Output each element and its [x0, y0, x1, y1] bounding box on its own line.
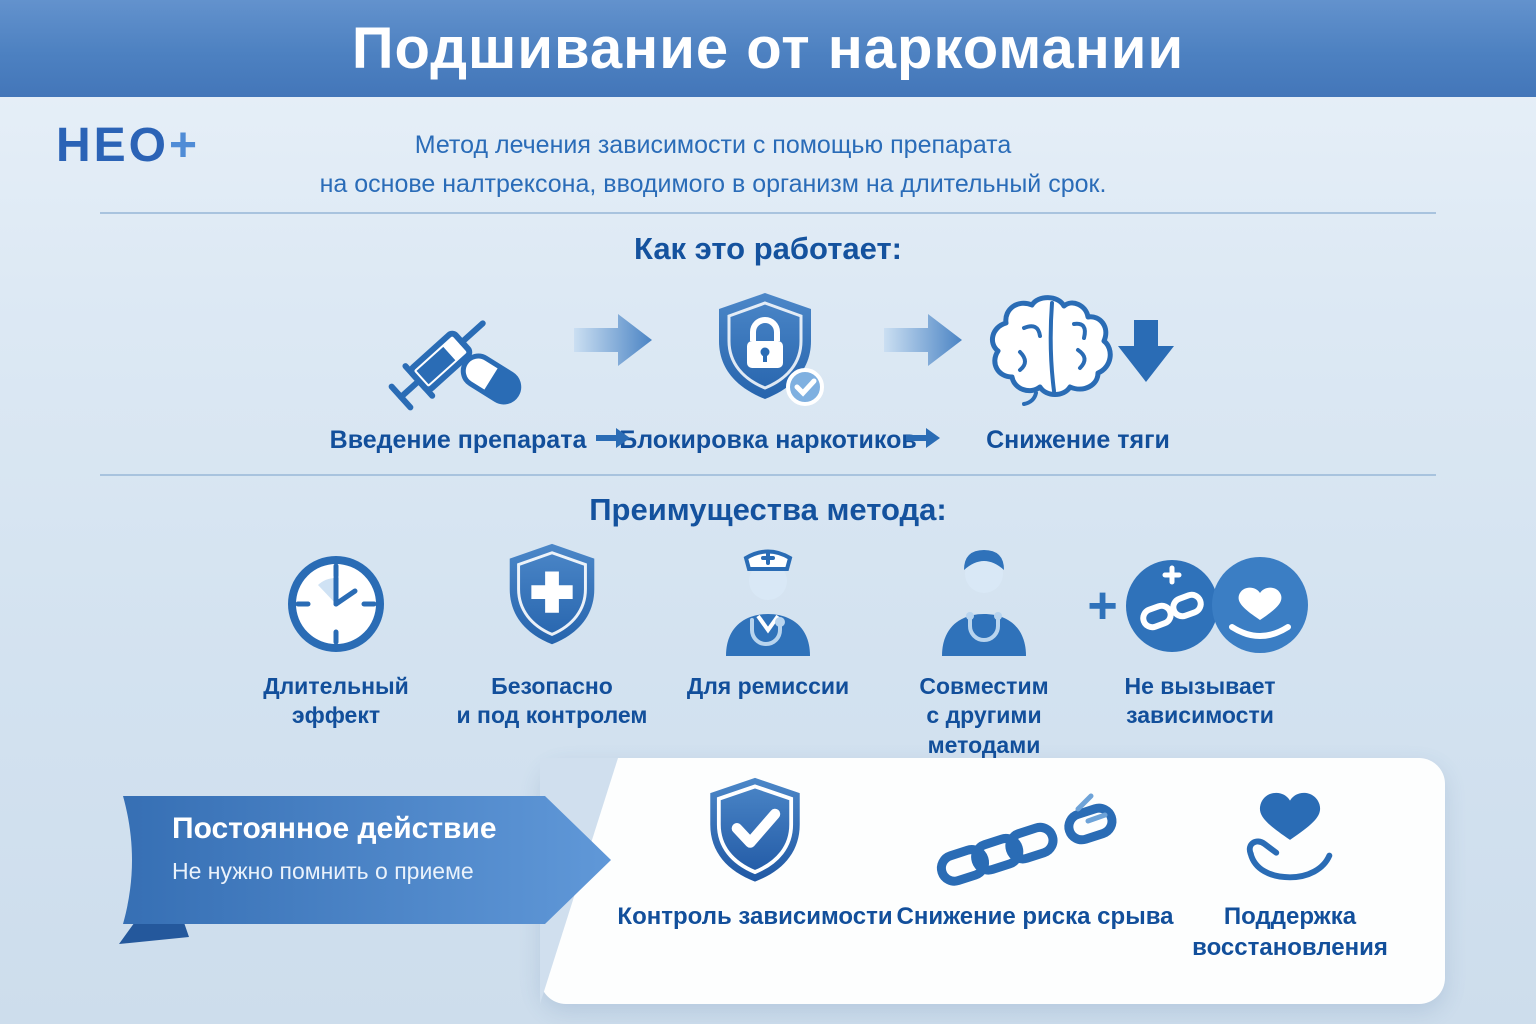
advantage-label: Для ремиссии	[686, 673, 850, 699]
shield-lock-icon	[719, 293, 824, 406]
advantages-title: Преимущества метода:	[589, 492, 947, 527]
benefit-control: Контроль зависимости	[615, 775, 895, 932]
shield-cross-icon	[509, 543, 594, 645]
how-it-works-steps: Введение препарата	[0, 282, 1536, 455]
plus-icon: +	[1087, 576, 1118, 635]
logo-plus-icon: +	[169, 119, 201, 172]
ribbon-banner-shape	[119, 796, 611, 944]
divider-line	[100, 212, 1436, 214]
step-label: Введение препарата	[329, 426, 587, 454]
clinic-logo: НЕО+	[56, 118, 200, 173]
how-it-works-title: Как это работает:	[634, 231, 902, 266]
advantage-no-addiction: +	[1087, 538, 1308, 760]
medic-icon	[942, 550, 1026, 656]
small-right-arrow-icon	[906, 428, 940, 453]
advantage-compatible: Совместим с другими методами	[876, 538, 1092, 760]
right-arrow-icon	[884, 312, 962, 373]
benefit-label: Контроль зависимости	[617, 903, 893, 930]
advantages-row: Длительный эффект Безопасно и под контро…	[0, 538, 1536, 760]
highlight-ribbon	[105, 788, 620, 958]
advantage-label: Безопасно и под контролем	[456, 673, 648, 729]
logo-text: НЕО	[56, 119, 170, 172]
step-injection: Введение препарата	[330, 282, 586, 455]
heart-circle-icon	[1211, 557, 1308, 653]
divider-line	[100, 474, 1436, 476]
shield-check-icon	[710, 777, 800, 882]
broken-chain-icon	[936, 793, 1116, 886]
advantage-label: Длительный эффект	[263, 673, 409, 729]
right-arrow-icon	[574, 312, 652, 373]
advantage-safe: Безопасно и под контролем	[444, 538, 660, 760]
advantage-label: Не вызывает зависимости	[1124, 673, 1276, 729]
small-right-arrow-icon	[596, 428, 630, 453]
page-title: Подшивание от наркомании	[351, 16, 1185, 81]
step-blocking: Блокировка наркотиков	[619, 282, 917, 455]
doctor-icon	[726, 549, 810, 656]
brain-decrease-icon	[989, 294, 1174, 406]
flow-arrow-column	[884, 282, 962, 455]
clock-icon	[288, 556, 384, 652]
highlight-title: Постоянное действие	[172, 812, 497, 845]
heart-hand-icon	[1246, 792, 1332, 881]
advantage-remission: Для ремиссии	[660, 538, 876, 760]
step-label: Снижение тяги	[986, 426, 1170, 454]
step-craving-reduction: Снижение тяги	[953, 282, 1203, 455]
advantage-label: Совместим с другими методами	[919, 673, 1049, 758]
advantage-long-effect: Длительный эффект	[228, 538, 444, 760]
benefit-recovery-support: Поддержка восстановления	[1150, 775, 1430, 963]
step-label: Блокировка наркотиков	[619, 426, 917, 454]
highlight-subtitle: Не нужно помнить о приеме	[172, 858, 474, 884]
flow-arrow-column	[574, 282, 652, 455]
method-description: Метод лечения зависимости с помощью преп…	[319, 131, 1107, 198]
benefit-label: Поддержка восстановления	[1192, 903, 1388, 962]
syringe-pill-icon	[388, 319, 522, 410]
benefit-label: Снижение риска срыва	[896, 903, 1174, 930]
no-addiction-icon: +	[1087, 553, 1312, 658]
chain-circle-icon	[1125, 559, 1218, 652]
benefit-relapse-risk: Снижение риска срыва	[895, 775, 1175, 932]
header-banner: Подшивание от наркомании	[0, 0, 1536, 97]
